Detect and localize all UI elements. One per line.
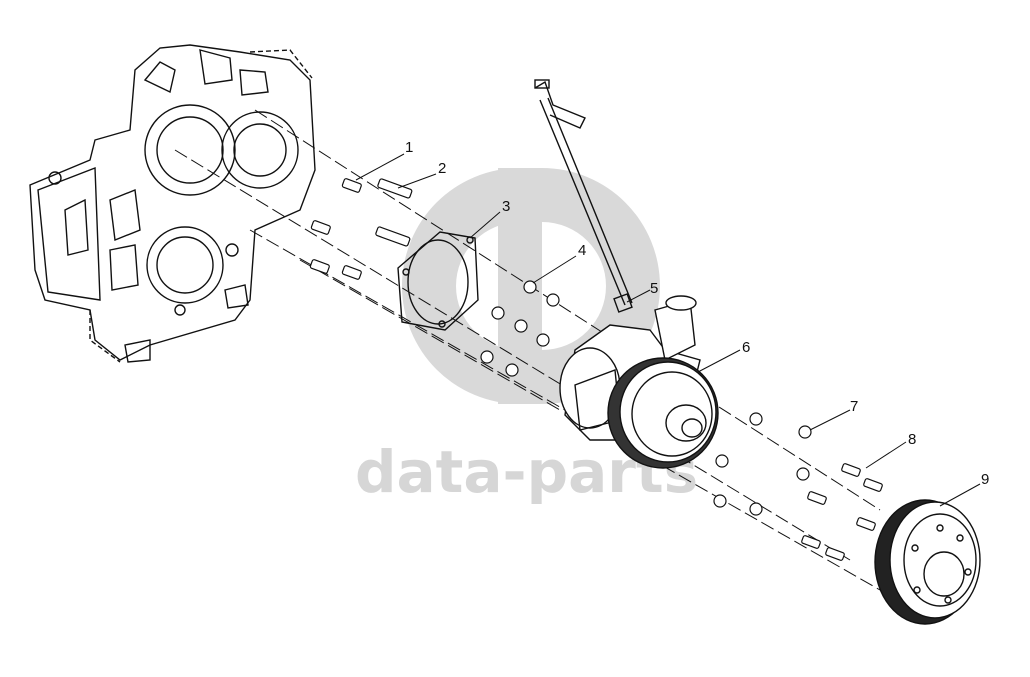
timing-cover — [29, 44, 316, 363]
callout-1: 1 — [405, 139, 413, 156]
stud-long — [377, 178, 413, 199]
studs-left — [309, 178, 413, 280]
gasket — [397, 231, 479, 331]
callout-4: 4 — [578, 242, 586, 259]
callout-leaders — [355, 153, 981, 507]
callout-9: 9 — [981, 471, 989, 488]
callout-5: 5 — [650, 280, 658, 297]
stud-short — [341, 178, 362, 193]
water-pump — [559, 295, 719, 469]
callout-3: 3 — [502, 198, 510, 215]
callout-2: 2 — [438, 160, 446, 177]
callout-7: 7 — [850, 398, 858, 415]
callout-6: 6 — [742, 339, 750, 356]
pulley — [874, 499, 981, 625]
studs-right — [801, 463, 883, 561]
callouts: 1 2 3 4 5 6 7 8 9 — [405, 139, 989, 488]
callout-8: 8 — [908, 431, 916, 448]
nuts — [480, 280, 812, 516]
